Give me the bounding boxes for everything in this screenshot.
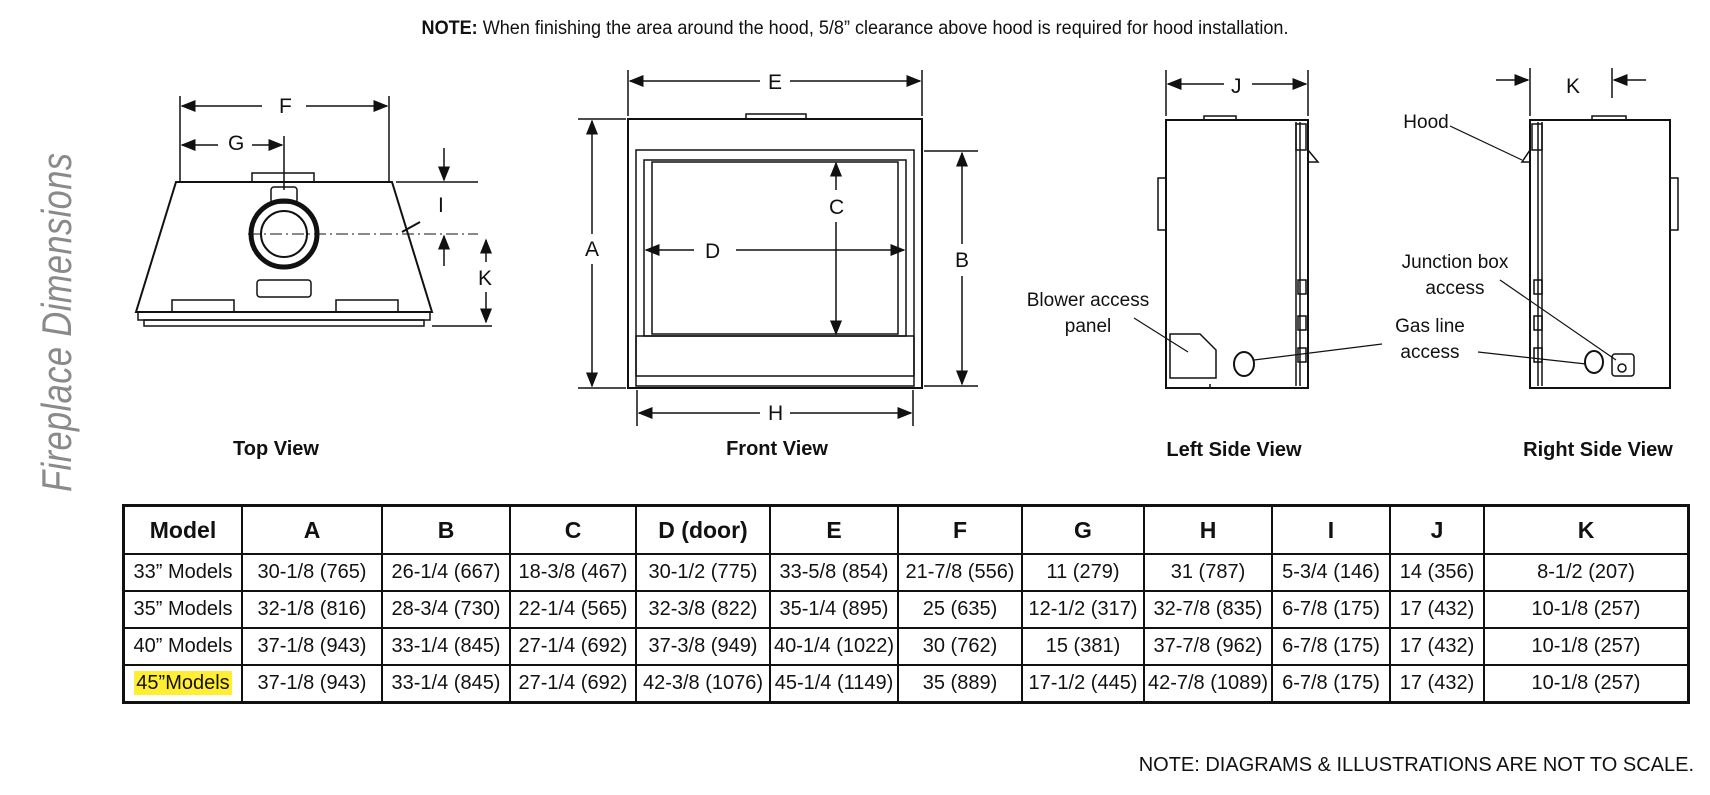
table-cell: 28-3/4 (730)	[381, 590, 511, 629]
table-cell: 6-7/8 (175)	[1271, 664, 1391, 704]
table-cell: 37-1/8 (943)	[241, 627, 383, 666]
table-header: H	[1143, 504, 1273, 555]
table-cell: 5-3/4 (146)	[1271, 553, 1391, 592]
dim-a-label: A	[585, 238, 599, 261]
table-cell: 32-1/8 (816)	[241, 590, 383, 629]
table-row: 45”Models 37-1/8 (943) 33-1/4 (845) 27-1…	[122, 664, 1690, 704]
table-cell: 12-1/2 (317)	[1021, 590, 1145, 629]
table-cell: 8-1/2 (207)	[1483, 553, 1690, 592]
blower-callout-line1: Blower access	[1027, 290, 1150, 311]
table-cell: 32-3/8 (822)	[635, 590, 771, 629]
dim-e-label: E	[768, 71, 782, 94]
front-view-label: Front View	[726, 438, 828, 460]
table-cell: 30-1/2 (775)	[635, 553, 771, 592]
table-header-row: Model A B C D (door) E F G H I J K	[122, 504, 1690, 555]
top-view-drawing	[134, 96, 492, 327]
junction-callout-line1: Junction box	[1402, 252, 1509, 273]
table-row: 40” Models 37-1/8 (943) 33-1/4 (845) 27-…	[122, 627, 1690, 666]
table-cell: 15 (381)	[1021, 627, 1145, 666]
table-cell: 30-1/8 (765)	[241, 553, 383, 592]
table-cell: 37-3/8 (949)	[635, 627, 771, 666]
table-cell: 25 (635)	[897, 590, 1023, 629]
table-cell: 35 (889)	[897, 664, 1023, 704]
table-cell: 42-7/8 (1089)	[1143, 664, 1273, 704]
table-cell: 32-7/8 (835)	[1143, 590, 1273, 629]
gas-callout-line1: Gas line	[1395, 316, 1465, 337]
table-cell: 33-1/4 (845)	[381, 664, 511, 704]
table-header: B	[381, 504, 511, 555]
dim-j-label: J	[1231, 75, 1242, 98]
note-prefix: NOTE:	[421, 18, 478, 39]
model-cell: 33” Models	[122, 553, 243, 592]
table-cell: 42-3/8 (1076)	[635, 664, 771, 704]
fireplace-diagrams: F G I K	[134, 68, 1679, 426]
table-cell: 17 (432)	[1389, 627, 1485, 666]
table-cell: 17-1/2 (445)	[1021, 664, 1145, 704]
table-header: A	[241, 504, 383, 555]
gas-callout-line2: access	[1400, 342, 1459, 363]
table-cell: 40-1/4 (1022)	[769, 627, 899, 666]
table-cell: 26-1/4 (667)	[381, 553, 511, 592]
left-side-view-label: Left Side View	[1166, 439, 1302, 461]
dim-h-label: H	[768, 402, 783, 425]
junction-callout-line2: access	[1425, 278, 1484, 299]
blower-callout-line2: panel	[1065, 316, 1112, 337]
table-header: Model	[122, 504, 243, 555]
dim-c-label: C	[829, 196, 844, 219]
dimensions-table: Model A B C D (door) E F G H I J K 33” M…	[122, 504, 1690, 704]
table-cell: 11 (279)	[1021, 553, 1145, 592]
table-cell: 18-3/8 (467)	[509, 553, 637, 592]
table-cell: 6-7/8 (175)	[1271, 627, 1391, 666]
table-cell: 17 (432)	[1389, 664, 1485, 704]
table-cell: 33-1/4 (845)	[381, 627, 511, 666]
table-cell: 33-5/8 (854)	[769, 553, 899, 592]
table-header: F	[897, 504, 1023, 555]
dim-b-label: B	[955, 249, 969, 272]
table-cell: 10-1/8 (257)	[1483, 664, 1690, 704]
dim-k-top-label: K	[478, 267, 492, 290]
table-header: C	[509, 504, 637, 555]
table-cell: 21-7/8 (556)	[897, 553, 1023, 592]
table-header: D (door)	[635, 504, 771, 555]
table-cell: 14 (356)	[1389, 553, 1485, 592]
table-cell: 31 (787)	[1143, 553, 1273, 592]
table-cell: 17 (432)	[1389, 590, 1485, 629]
table-header: J	[1389, 504, 1485, 555]
table-cell: 35-1/4 (895)	[769, 590, 899, 629]
model-cell: 35” Models	[122, 590, 243, 629]
table-header: K	[1483, 504, 1690, 555]
dim-i-label: I	[438, 194, 444, 217]
clearance-note: NOTE: When finishing the area around the…	[43, 18, 1668, 40]
table-cell: 27-1/4 (692)	[509, 664, 637, 704]
table-header: G	[1021, 504, 1145, 555]
table-row: 33” Models 30-1/8 (765) 26-1/4 (667) 18-…	[122, 553, 1690, 592]
model-cell: 40” Models	[122, 627, 243, 666]
model-cell: 45”Models	[122, 664, 243, 704]
table-cell: 45-1/4 (1149)	[769, 664, 899, 704]
table-cell: 10-1/8 (257)	[1483, 627, 1690, 666]
right-side-view-drawing	[1449, 68, 1679, 389]
table-cell: 6-7/8 (175)	[1271, 590, 1391, 629]
table-cell: 37-1/8 (943)	[241, 664, 383, 704]
table-row: 35” Models 32-1/8 (816) 28-3/4 (730) 22-…	[122, 590, 1690, 629]
table-cell: 27-1/4 (692)	[509, 627, 637, 666]
table-cell: 10-1/8 (257)	[1483, 590, 1690, 629]
top-view-label: Top View	[233, 438, 319, 460]
table-cell: 22-1/4 (565)	[509, 590, 637, 629]
dim-k-side-label: K	[1566, 75, 1580, 98]
dim-f-label: F	[279, 95, 292, 118]
hood-callout: Hood	[1403, 112, 1448, 133]
dim-d-label: D	[705, 240, 720, 263]
scale-disclaimer: NOTE: DIAGRAMS & ILLUSTRATIONS ARE NOT T…	[1138, 754, 1694, 776]
left-side-view-drawing	[1133, 70, 1383, 389]
note-text: When finishing the area around the hood,…	[477, 18, 1289, 39]
front-view-drawing	[578, 70, 978, 426]
right-side-view-label: Right Side View	[1523, 439, 1673, 461]
table-cell: 30 (762)	[897, 627, 1023, 666]
dim-g-label: G	[228, 132, 244, 155]
table-cell: 37-7/8 (962)	[1143, 627, 1273, 666]
highlighted-model: 45”Models	[134, 671, 232, 695]
table-header: E	[769, 504, 899, 555]
table-header: I	[1271, 504, 1391, 555]
